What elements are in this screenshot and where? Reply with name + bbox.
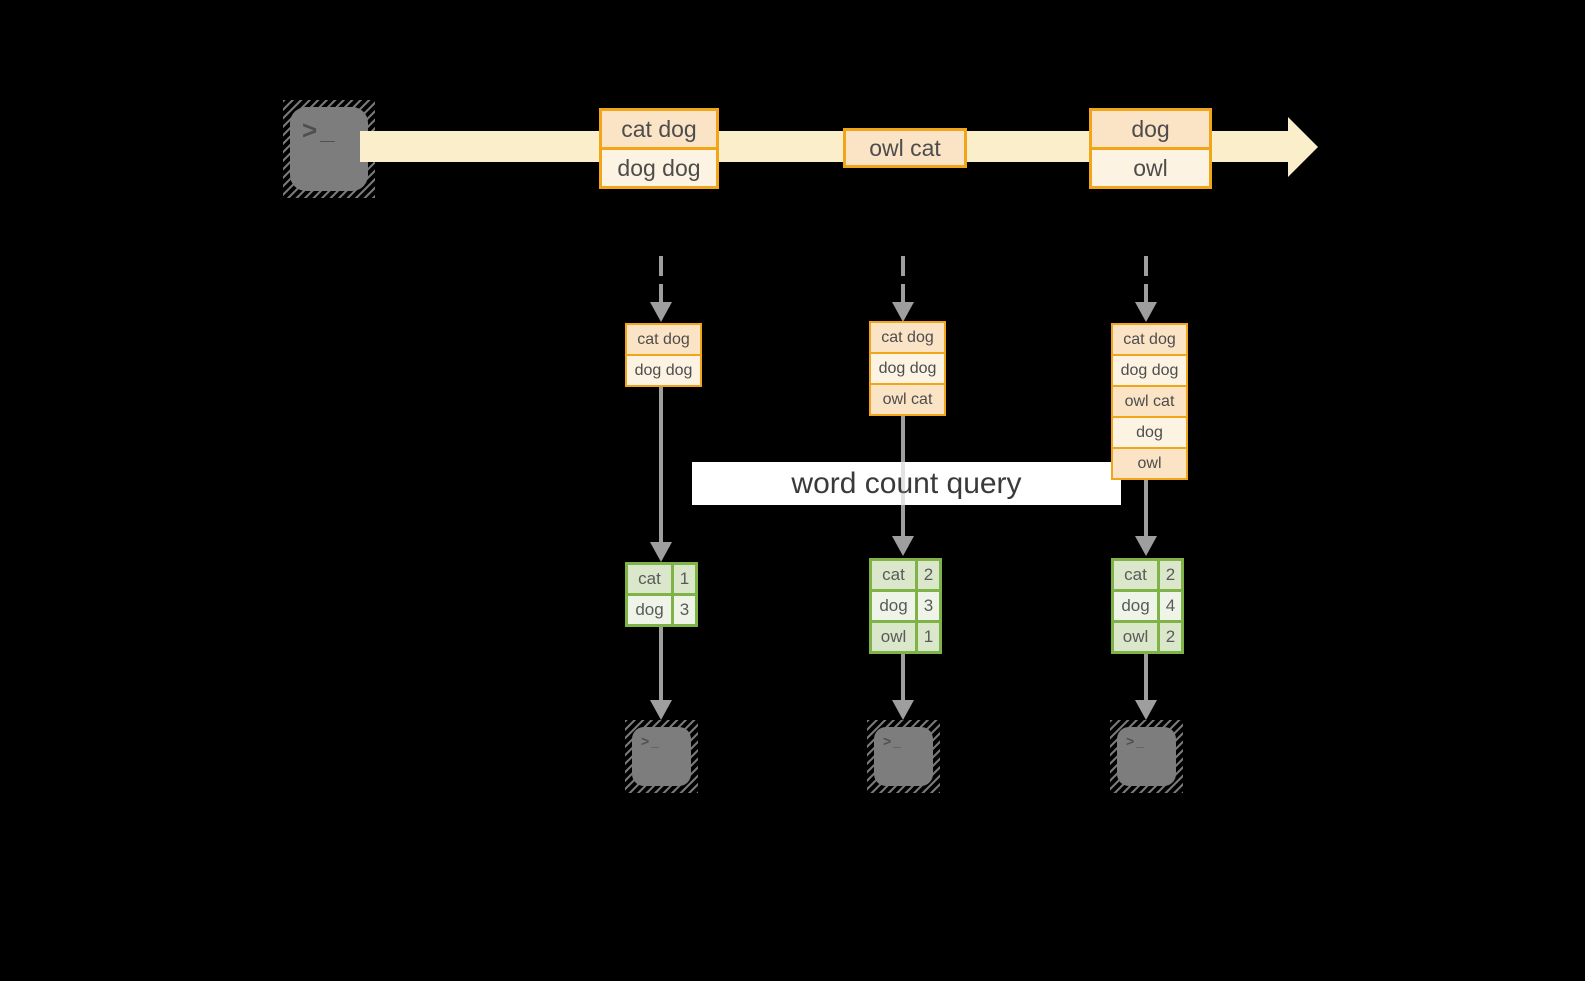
table-row: owl 2	[1114, 620, 1181, 651]
word-cell: cat	[628, 565, 671, 593]
terminal-prompt-icon: >_	[1126, 733, 1146, 749]
arrowhead-icon	[1135, 536, 1157, 556]
buffer-box-2: cat dog dog dog owl cat	[869, 321, 946, 416]
sink-terminal-hatch: >_	[625, 720, 698, 793]
count-cell: 1	[915, 623, 939, 651]
count-cell: 2	[915, 561, 939, 589]
buffered-record: dog	[1113, 416, 1186, 447]
stream-batch-3: dog owl	[1089, 108, 1212, 189]
dashed-arrow-line	[659, 256, 663, 302]
word-cell: owl	[872, 623, 915, 651]
stream-record: owl cat	[846, 131, 964, 165]
stream-record: dog	[1092, 111, 1209, 147]
table-row: cat 2	[872, 561, 939, 589]
stream-batch-2: owl cat	[843, 128, 967, 168]
count-table-3: cat 2 dog 4 owl 2	[1111, 558, 1184, 654]
buffered-record: owl cat	[871, 383, 944, 414]
word-cell: cat	[1114, 561, 1157, 589]
buffered-record: cat dog	[871, 323, 944, 352]
buffer-box-1: cat dog dog dog	[625, 323, 702, 387]
table-row: dog 3	[628, 593, 695, 624]
terminal-icon: >_	[632, 727, 691, 786]
buffered-record: dog dog	[871, 352, 944, 383]
arrow-line	[659, 387, 663, 542]
terminal-icon: >_	[1117, 727, 1176, 786]
count-cell: 3	[915, 592, 939, 620]
count-table-2: cat 2 dog 3 owl 1	[869, 558, 942, 654]
query-label: word count query	[791, 466, 1022, 500]
arrow-line	[901, 654, 905, 700]
source-terminal-hatch: >_	[283, 100, 375, 198]
count-cell: 2	[1157, 561, 1181, 589]
count-cell: 3	[671, 596, 695, 624]
buffered-record: owl	[1113, 447, 1186, 478]
table-row: cat 2	[1114, 561, 1181, 589]
word-cell: dog	[1114, 592, 1157, 620]
arrowhead-icon	[1135, 302, 1157, 322]
arrowhead-icon	[892, 700, 914, 720]
word-cell: owl	[1114, 623, 1157, 651]
arrowhead-icon	[650, 542, 672, 562]
word-cell: dog	[628, 596, 671, 624]
buffer-box-3: cat dog dog dog owl cat dog owl	[1111, 323, 1188, 480]
stream-record: owl	[1092, 147, 1209, 186]
arrowhead-icon	[892, 302, 914, 322]
query-label-box: word count query	[692, 462, 1121, 505]
stream-record: cat dog	[602, 111, 716, 147]
count-cell: 4	[1157, 592, 1181, 620]
word-cell: dog	[872, 592, 915, 620]
dashed-arrow-line	[1144, 256, 1148, 302]
arrowhead-icon	[1135, 700, 1157, 720]
stream-batch-1: cat dog dog dog	[599, 108, 719, 189]
arrow-through-label	[901, 462, 905, 505]
table-row: dog 4	[1114, 589, 1181, 620]
sink-terminal-hatch: >_	[1110, 720, 1183, 793]
terminal-icon: >_	[874, 727, 933, 786]
buffered-record: owl cat	[1113, 385, 1186, 416]
buffered-record: dog dog	[627, 354, 700, 385]
sink-terminal-hatch: >_	[867, 720, 940, 793]
count-cell: 2	[1157, 623, 1181, 651]
terminal-prompt-icon: >_	[883, 733, 903, 749]
word-cell: cat	[872, 561, 915, 589]
arrow-line	[1144, 480, 1148, 536]
terminal-icon: >_	[290, 107, 368, 191]
terminal-prompt-icon: >_	[302, 115, 338, 145]
table-row: cat 1	[628, 565, 695, 593]
stream-arrowhead-icon	[1288, 117, 1318, 177]
buffered-record: cat dog	[627, 325, 700, 354]
arrowhead-icon	[650, 302, 672, 322]
arrowhead-icon	[892, 536, 914, 556]
table-row: dog 3	[872, 589, 939, 620]
stream-record: dog dog	[602, 147, 716, 186]
buffered-record: cat dog	[1113, 325, 1186, 354]
arrowhead-icon	[650, 700, 672, 720]
count-table-1: cat 1 dog 3	[625, 562, 698, 627]
terminal-prompt-icon: >_	[641, 733, 661, 749]
table-row: owl 1	[872, 620, 939, 651]
count-cell: 1	[671, 565, 695, 593]
arrow-line	[1144, 654, 1148, 700]
buffered-record: dog dog	[1113, 354, 1186, 385]
arrow-line	[659, 627, 663, 700]
dashed-arrow-line	[901, 256, 905, 302]
